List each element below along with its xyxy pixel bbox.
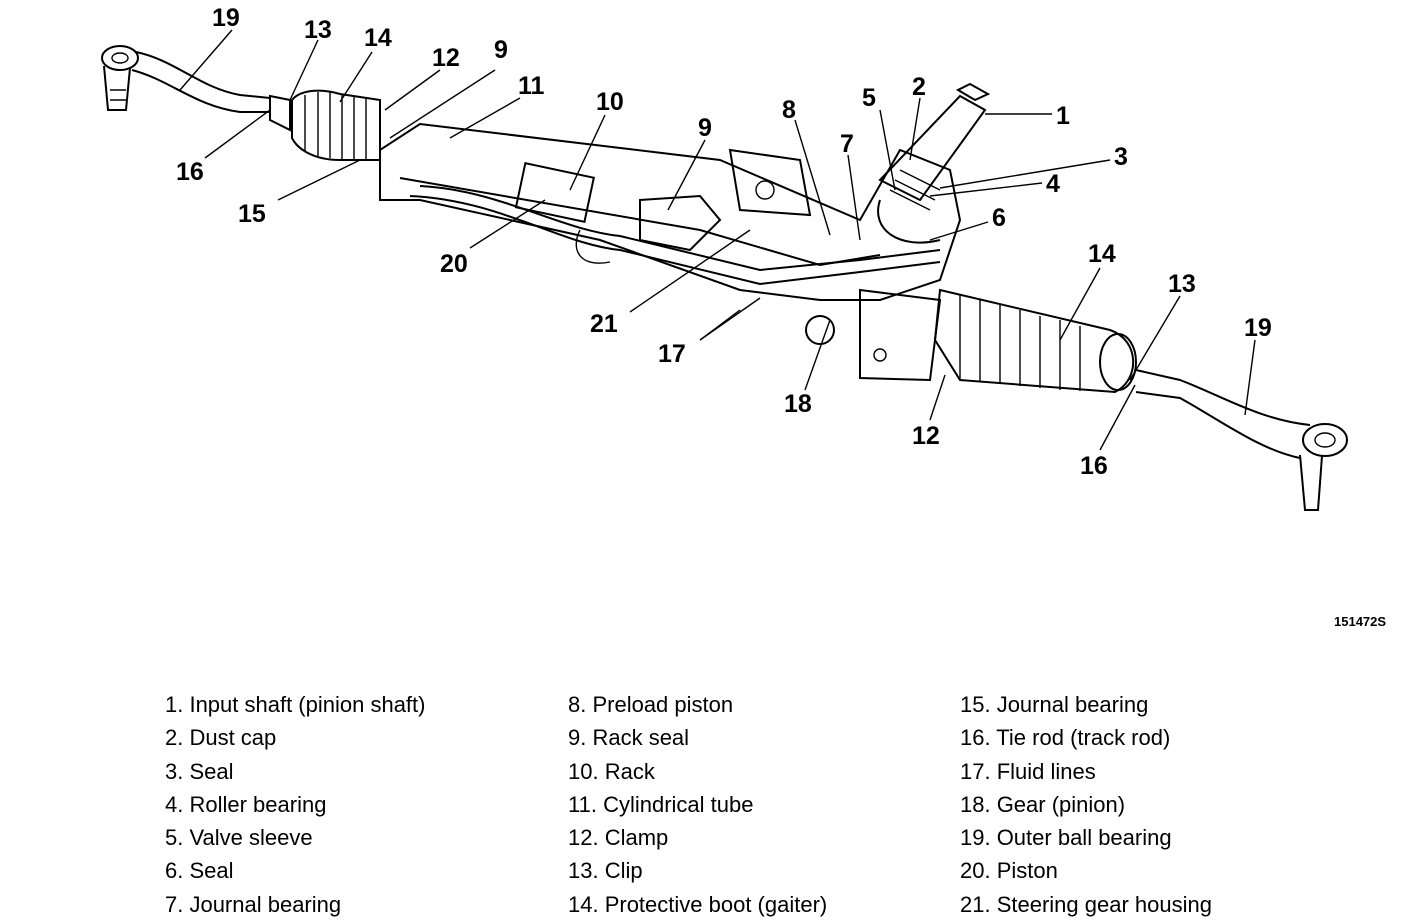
legend-item: 14. Protective boot (gaiter)	[568, 891, 828, 917]
callout-7: 7	[840, 130, 854, 158]
leader-lines	[179, 29, 1256, 451]
legend-item: 3. Seal	[165, 758, 234, 784]
legend-column-3: 15. Journal bearing 16. Tie rod (track r…	[960, 688, 1212, 921]
right-tie-rod-end	[1135, 369, 1348, 511]
steering-rack-diagram: 1 2 3 4 5 6 7 8 9 9 10 11 12 12 13 13 14…	[101, 4, 1348, 511]
legend-item: 8. Preload piston	[568, 692, 734, 717]
callout-13-left: 13	[304, 16, 332, 44]
callout-16-right: 16	[1080, 452, 1108, 480]
callout-13-right: 13	[1168, 270, 1196, 298]
legend-item: 1. Input shaft (pinion shaft)	[165, 692, 426, 717]
legend-item: 10. Rack	[568, 758, 655, 784]
legend-item: 6. Seal	[165, 858, 234, 884]
callout-8: 8	[782, 96, 796, 124]
callout-3: 3	[1114, 143, 1128, 171]
callout-20: 20	[440, 250, 468, 278]
legend-item: 20. Piston	[960, 858, 1058, 884]
legend-item: 13. Clip	[568, 858, 643, 884]
legend-item: 15. Journal bearing	[960, 692, 1149, 717]
figure-id: 151472S	[1334, 614, 1387, 629]
left-tie-rod-end	[101, 45, 271, 113]
callout-18: 18	[784, 390, 812, 418]
callout-14-right: 14	[1088, 240, 1116, 268]
callout-5: 5	[862, 84, 876, 112]
legend-column-2: 8. Preload piston 9. Rack seal 10. Rack …	[568, 688, 827, 921]
callout-12-left: 12	[432, 44, 460, 72]
callout-9-center: 9	[698, 114, 712, 142]
legend-item: 19. Outer ball bearing	[960, 825, 1172, 851]
input-shaft	[877, 82, 991, 244]
legend-column-1: 1. Input shaft (pinion shaft) 2. Dust ca…	[165, 688, 426, 921]
callout-1: 1	[1056, 102, 1070, 130]
callout-12-right: 12	[912, 422, 940, 450]
legend-item: 12. Clamp	[568, 825, 669, 851]
legend-item: 4. Roller bearing	[165, 791, 327, 817]
legend-item: 17. Fluid lines	[960, 758, 1096, 784]
left-boot	[269, 89, 381, 161]
callout-19-right: 19	[1244, 314, 1272, 342]
legend-item: 9. Rack seal	[568, 725, 690, 751]
callout-16-left: 16	[176, 158, 204, 186]
rack-housing	[379, 122, 962, 382]
callout-6: 6	[992, 204, 1006, 232]
legend-item: 7. Journal bearing	[165, 891, 342, 917]
legend-item: 5. Valve sleeve	[165, 825, 313, 851]
legend-item: 21. Steering gear housing	[960, 891, 1212, 917]
callout-19-left: 19	[212, 4, 240, 32]
callout-17: 17	[658, 340, 686, 368]
legend-item: 2. Dust cap	[165, 725, 277, 751]
callout-21: 21	[590, 310, 618, 338]
right-boot	[933, 288, 1137, 394]
callout-9-left: 9	[494, 36, 508, 64]
callout-11: 11	[518, 72, 545, 100]
legend-item: 16. Tie rod (track rod)	[960, 725, 1171, 751]
callout-4: 4	[1046, 170, 1060, 198]
callout-10: 10	[596, 88, 624, 116]
callout-14-left: 14	[364, 24, 392, 52]
legend-item: 18. Gear (pinion)	[960, 791, 1126, 817]
callout-15: 15	[238, 200, 266, 228]
legend-item: 11. Cylindrical tube	[568, 791, 754, 817]
callout-2: 2	[912, 73, 926, 101]
